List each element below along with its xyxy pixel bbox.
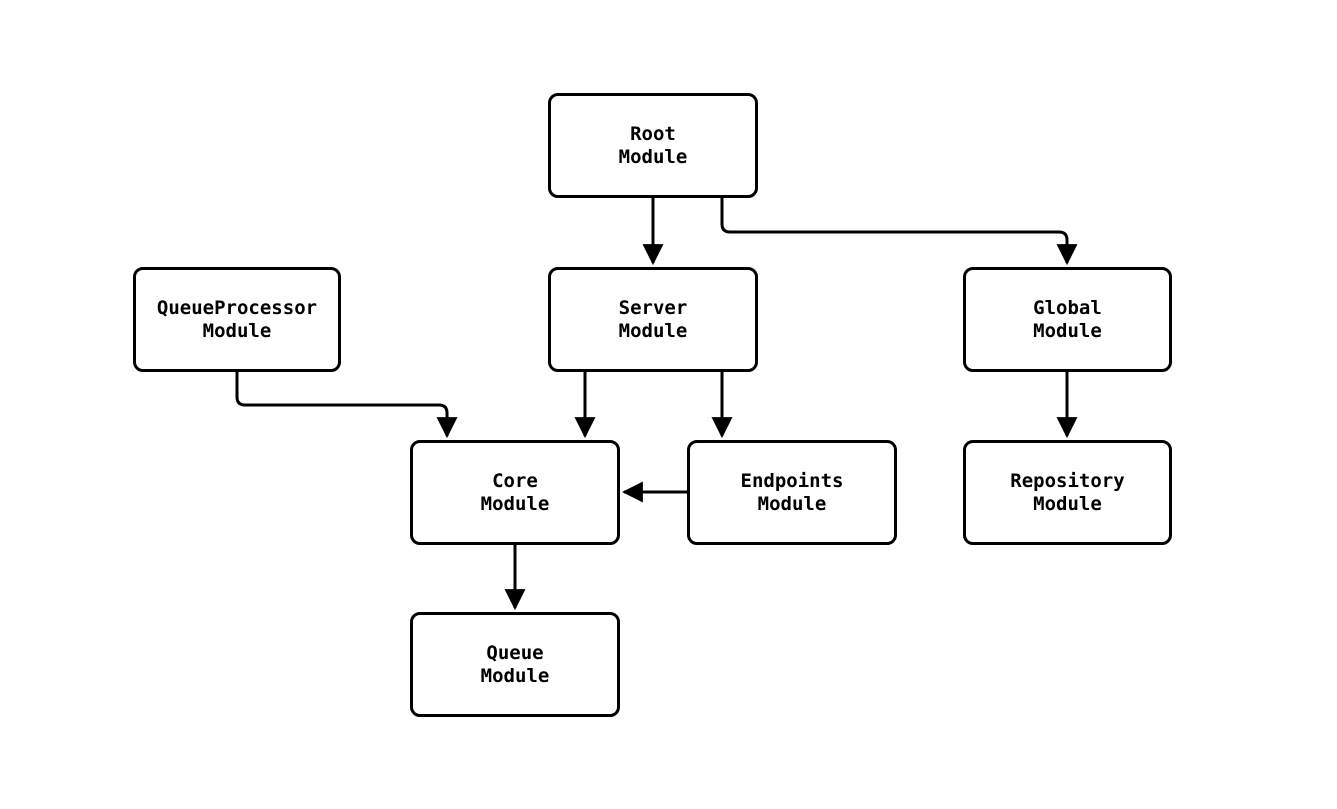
- node-core-module: Core Module: [410, 440, 620, 545]
- edge-queueprocessor-to-core: [235, 372, 458, 439]
- edge-root-to-global: [720, 198, 1078, 266]
- node-label: Endpoints Module: [740, 469, 844, 515]
- node-queueprocessor-module: QueueProcessor Module: [133, 267, 341, 372]
- node-label: Root Module: [618, 122, 688, 168]
- node-endpoints-module: Endpoints Module: [687, 440, 897, 545]
- node-server-module: Server Module: [548, 267, 758, 372]
- node-label: QueueProcessor Module: [156, 296, 318, 342]
- node-queue-module: Queue Module: [410, 612, 620, 717]
- node-label: Core Module: [480, 469, 550, 515]
- node-global-module: Global Module: [963, 267, 1172, 372]
- node-label: Global Module: [1033, 296, 1102, 342]
- node-root-module: Root Module: [548, 93, 758, 198]
- node-repository-module: Repository Module: [963, 440, 1172, 545]
- node-label: Repository Module: [1010, 469, 1125, 515]
- node-label: Server Module: [618, 296, 688, 342]
- node-label: Queue Module: [480, 641, 550, 687]
